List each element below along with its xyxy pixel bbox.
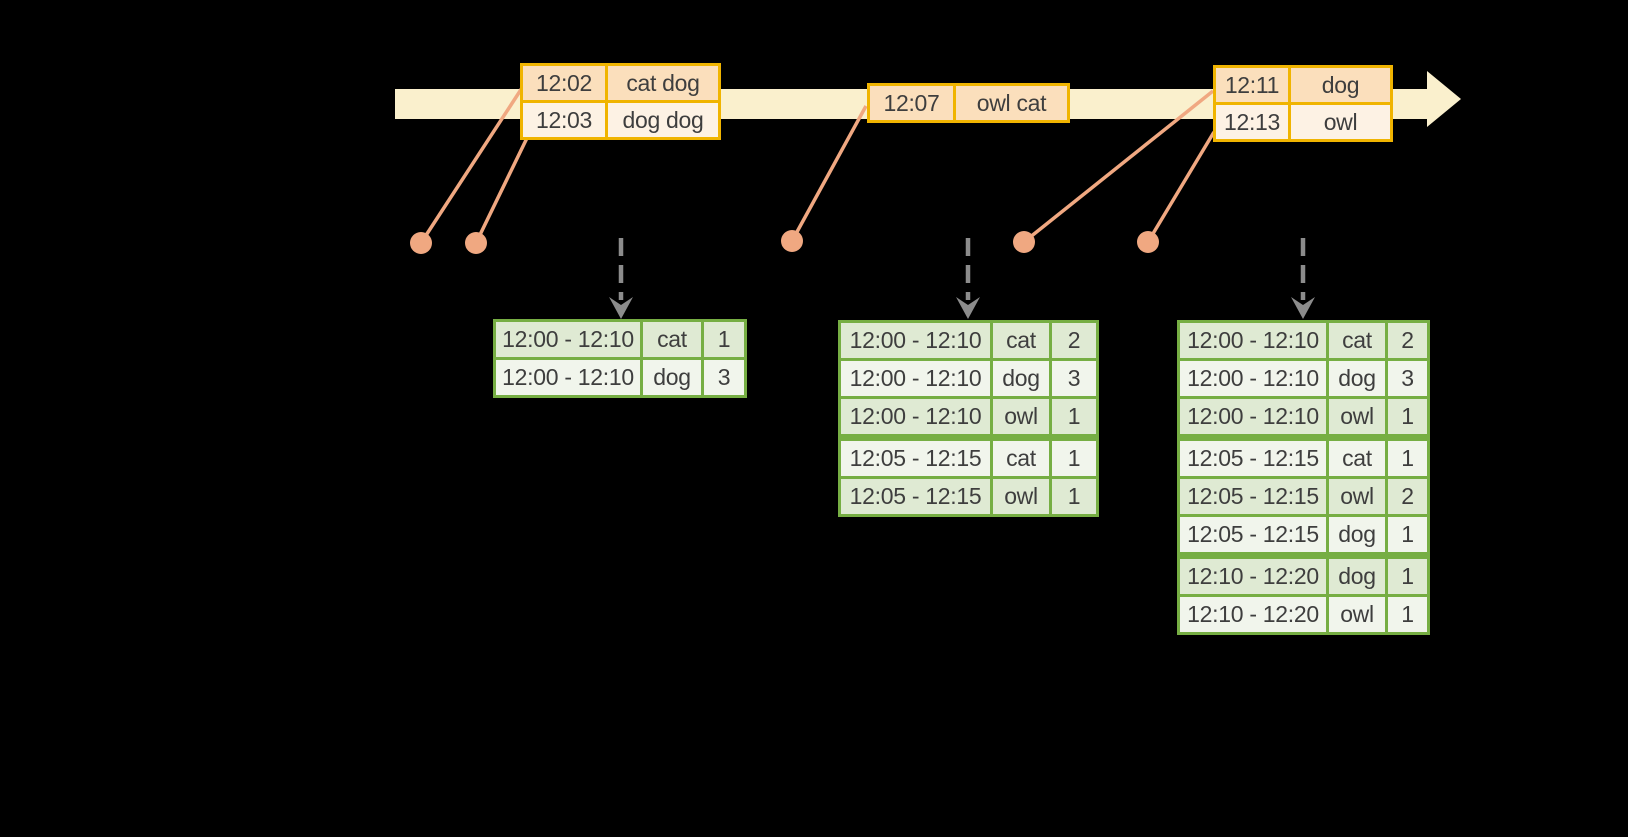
result-count: 1 (1388, 559, 1427, 594)
event-words: owl cat (956, 86, 1067, 120)
event-dot-icon (1013, 231, 1035, 253)
result-row: 12:00 - 12:10 cat 2 (841, 323, 1096, 358)
event-dot-icon (781, 230, 803, 252)
result-row: 12:00 - 12:10 dog 3 (841, 361, 1096, 396)
trigger-arrow-lines (618, 238, 1306, 300)
result-table-3: 12:00 - 12:10 cat 2 12:00 - 12:10 dog 3 … (1177, 320, 1430, 635)
result-word: owl (1329, 597, 1385, 632)
trigger-down-arrow-icon (609, 297, 633, 319)
timeline-arrowhead-icon (1427, 71, 1461, 127)
result-word: owl (993, 479, 1049, 514)
result-row: 12:05 - 12:15 dog 1 (1180, 517, 1427, 552)
event-dot-icon (465, 232, 487, 254)
result-word: owl (1329, 479, 1385, 514)
result-count: 2 (1388, 479, 1427, 514)
event-time: 12:03 (523, 103, 605, 137)
result-count: 2 (1052, 323, 1096, 358)
result-row: 12:00 - 12:10 owl 1 (1180, 399, 1427, 434)
result-table-1: 12:00 - 12:10 cat 1 12:00 - 12:10 dog 3 (493, 319, 747, 398)
result-row: 12:10 - 12:20 dog 1 (1180, 559, 1427, 594)
result-window: 12:05 - 12:15 (1180, 479, 1326, 514)
event-dot-icon (1137, 231, 1159, 253)
result-word: dog (1329, 361, 1385, 396)
connector-line (1146, 131, 1216, 243)
trigger-down-arrow-icon (956, 297, 980, 319)
result-count: 3 (1388, 361, 1427, 396)
result-word: dog (643, 360, 701, 395)
event-words: dog dog (608, 103, 718, 137)
result-word: cat (643, 322, 701, 357)
event-time: 12:13 (1216, 105, 1288, 139)
event-row: 12:11 dog (1216, 68, 1390, 102)
result-window: 12:00 - 12:10 (841, 361, 990, 396)
event-row: 12:07 owl cat (870, 86, 1067, 120)
connector-line (474, 137, 529, 244)
result-window: 12:10 - 12:20 (1180, 597, 1326, 632)
result-count: 2 (1388, 323, 1427, 358)
result-count: 1 (1388, 517, 1427, 552)
event-row: 12:02 cat dog (523, 66, 718, 100)
event-row: 12:13 owl (1216, 105, 1390, 139)
event-words: cat dog (608, 66, 718, 100)
event-words: owl (1291, 105, 1390, 139)
result-window: 12:05 - 12:15 (1180, 441, 1326, 476)
result-window: 12:00 - 12:10 (1180, 323, 1326, 358)
trigger-down-arrow-icon (1291, 297, 1315, 319)
result-count: 1 (1052, 399, 1096, 434)
event-words: dog (1291, 68, 1390, 102)
event-time: 12:02 (523, 66, 605, 100)
connector-line (1022, 89, 1215, 244)
result-window: 12:05 - 12:15 (1180, 517, 1326, 552)
result-count: 1 (1388, 441, 1427, 476)
result-row: 12:00 - 12:10 cat 2 (1180, 323, 1427, 358)
result-row: 12:05 - 12:15 cat 1 (841, 441, 1096, 476)
result-row: 12:00 - 12:10 dog 3 (496, 360, 744, 395)
result-row: 12:05 - 12:15 owl 2 (1180, 479, 1427, 514)
result-count: 1 (1052, 441, 1096, 476)
result-count: 1 (704, 322, 744, 357)
event-row: 12:03 dog dog (523, 103, 718, 137)
result-word: dog (1329, 517, 1385, 552)
result-word: cat (1329, 323, 1385, 358)
result-count: 3 (704, 360, 744, 395)
result-window: 12:00 - 12:10 (841, 399, 990, 434)
result-window: 12:00 - 12:10 (496, 322, 640, 357)
result-word: dog (993, 361, 1049, 396)
result-row: 12:10 - 12:20 owl 1 (1180, 597, 1427, 632)
event-dots (410, 230, 1159, 254)
result-count: 1 (1052, 479, 1096, 514)
result-count: 1 (1388, 597, 1427, 632)
result-word: owl (993, 399, 1049, 434)
event-time: 12:07 (870, 86, 953, 120)
event-connectors (419, 87, 1216, 244)
result-row: 12:00 - 12:10 dog 3 (1180, 361, 1427, 396)
result-window: 12:10 - 12:20 (1180, 559, 1326, 594)
trigger-arrowheads (609, 297, 1315, 319)
result-window: 12:05 - 12:15 (841, 441, 990, 476)
result-row: 12:00 - 12:10 owl 1 (841, 399, 1096, 434)
result-window: 12:00 - 12:10 (1180, 399, 1326, 434)
event-table-3: 12:11 dog 12:13 owl (1213, 65, 1393, 142)
connector-line (419, 87, 524, 244)
result-count: 3 (1052, 361, 1096, 396)
event-table-1: 12:02 cat dog 12:03 dog dog (520, 63, 721, 140)
result-row: 12:00 - 12:10 cat 1 (496, 322, 744, 357)
result-table-2: 12:00 - 12:10 cat 2 12:00 - 12:10 dog 3 … (838, 320, 1099, 517)
result-window: 12:00 - 12:10 (496, 360, 640, 395)
event-dot-icon (410, 232, 432, 254)
result-word: cat (1329, 441, 1385, 476)
event-time: 12:11 (1216, 68, 1288, 102)
result-row: 12:05 - 12:15 cat 1 (1180, 441, 1427, 476)
event-table-2: 12:07 owl cat (867, 83, 1070, 123)
result-word: cat (993, 441, 1049, 476)
result-row: 12:05 - 12:15 owl 1 (841, 479, 1096, 514)
result-word: owl (1329, 399, 1385, 434)
result-window: 12:00 - 12:10 (1180, 361, 1326, 396)
result-window: 12:05 - 12:15 (841, 479, 990, 514)
result-word: dog (1329, 559, 1385, 594)
result-count: 1 (1388, 399, 1427, 434)
result-word: cat (993, 323, 1049, 358)
connector-line (790, 105, 868, 242)
result-window: 12:00 - 12:10 (841, 323, 990, 358)
